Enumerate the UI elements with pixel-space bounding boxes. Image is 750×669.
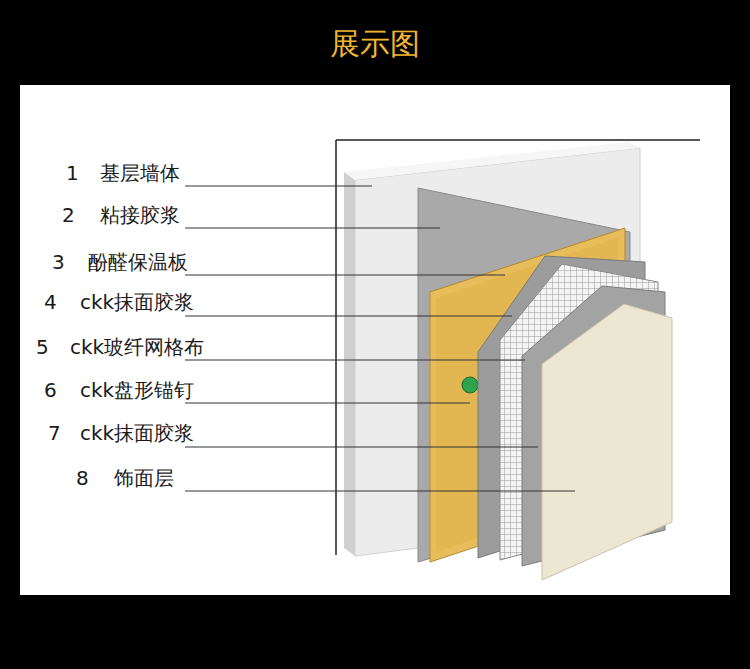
leader-line — [185, 360, 525, 361]
callout-number: 6 — [44, 378, 57, 402]
leader-line — [185, 403, 470, 404]
base-wall-top — [344, 142, 640, 180]
leader-line — [185, 316, 512, 317]
part-name: 粘接胶浆 — [100, 203, 180, 227]
base-wall-side — [344, 172, 355, 556]
part-name: 饰面层 — [114, 466, 174, 490]
part-name: ckk玻纤网格布 — [70, 335, 204, 359]
part-name: ckk抹面胶浆 — [80, 421, 194, 445]
part-name: ckk抹面胶浆 — [80, 290, 194, 314]
leader-line — [185, 228, 440, 229]
part-name: 基层墙体 — [100, 161, 180, 185]
finish-layer — [542, 304, 672, 580]
leader-line — [185, 275, 505, 276]
panel — [20, 85, 730, 595]
part-name: 酚醛保温板 — [88, 250, 188, 274]
title: 展示图 — [330, 26, 420, 62]
callout-number: 4 — [44, 290, 57, 314]
callout-number: 2 — [62, 203, 75, 227]
leader-line — [185, 491, 575, 492]
part-name: ckk盘形锚钉 — [80, 378, 194, 402]
callout-number: 3 — [52, 250, 65, 274]
leader-lines — [185, 186, 575, 491]
leader-line — [185, 186, 372, 187]
leader-line — [185, 447, 538, 448]
callout-number: 1 — [66, 161, 79, 185]
callout-number: 7 — [48, 421, 61, 445]
callout-number: 5 — [36, 335, 49, 359]
anchor — [462, 377, 478, 393]
callout-number: 8 — [76, 466, 89, 490]
